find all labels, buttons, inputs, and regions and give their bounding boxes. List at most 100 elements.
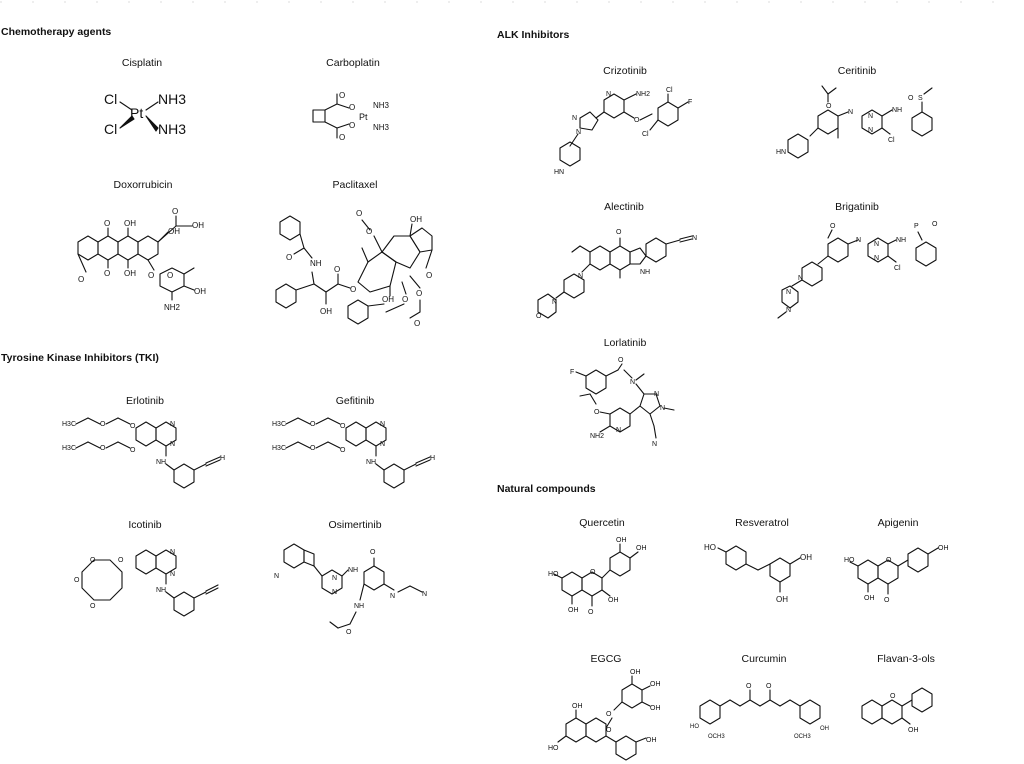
- svg-text:O: O: [366, 227, 372, 236]
- svg-text:OH: OH: [572, 703, 583, 710]
- svg-text:O: O: [346, 629, 352, 636]
- svg-text:HO: HO: [548, 571, 559, 578]
- drug-name: Flavan-3-ols: [877, 653, 935, 665]
- svg-text:O: O: [90, 603, 96, 610]
- svg-text:N: N: [848, 109, 853, 116]
- svg-text:HO: HO: [704, 543, 716, 552]
- quercetin-structure: O OH OH HO OH O OH: [548, 537, 647, 616]
- drug-crizotinib: Crizotinib N NH2 O Cl F Cl N N HN: [540, 64, 710, 198]
- svg-text:Pt: Pt: [359, 112, 368, 122]
- svg-text:O: O: [350, 285, 356, 294]
- svg-text:Pt: Pt: [130, 105, 143, 121]
- svg-text:OH: OH: [410, 215, 422, 224]
- icotinib-structure: O O O O N N NH: [74, 549, 219, 617]
- drug-name: Ceritinib: [837, 65, 877, 77]
- drug-name: Apigenin: [877, 517, 919, 529]
- svg-text:O: O: [78, 275, 84, 284]
- drug-resveratrol: Resveratrol HO OH OH: [700, 516, 824, 620]
- svg-text:O: O: [349, 121, 355, 130]
- svg-text:O: O: [402, 295, 408, 304]
- svg-text:P: P: [914, 223, 919, 230]
- drug-name: Lorlatinib: [603, 337, 647, 349]
- svg-text:O: O: [130, 423, 136, 430]
- svg-text:OH: OH: [646, 737, 657, 744]
- svg-text:HO: HO: [690, 724, 699, 730]
- drug-name: EGCG: [590, 653, 622, 665]
- svg-text:O: O: [334, 265, 340, 274]
- svg-text:OH: OH: [568, 607, 579, 614]
- svg-text:O: O: [746, 683, 752, 690]
- svg-text:O: O: [286, 253, 292, 262]
- drug-cisplatin: Cisplatin Cl Pt NH3 Cl NH3: [82, 56, 202, 150]
- svg-text:HO: HO: [548, 745, 559, 752]
- svg-text:O: O: [148, 271, 154, 280]
- svg-text:N: N: [380, 421, 385, 428]
- drug-name: Gefitinib: [335, 395, 375, 407]
- lorlatinib-structure: F O N N N N N NH2 O: [570, 357, 675, 448]
- drug-osimertinib: Osimertinib N N N NH O N N NH O: [270, 518, 440, 662]
- svg-text:N: N: [578, 273, 583, 280]
- drug-name: Icotinib: [128, 519, 162, 531]
- svg-text:N: N: [606, 91, 611, 98]
- svg-text:NH2: NH2: [164, 303, 181, 312]
- svg-text:OH: OH: [382, 295, 394, 304]
- svg-text:NH2: NH2: [590, 433, 604, 440]
- svg-text:O: O: [830, 223, 836, 230]
- erlotinib-structure: H3C O O H3C O O N N NH H: [62, 417, 225, 489]
- brigatinib-structure: O N N N Cl NH P O N N N: [777, 221, 938, 319]
- svg-text:O: O: [826, 103, 832, 110]
- svg-text:N: N: [654, 391, 659, 398]
- svg-text:N: N: [616, 427, 621, 434]
- drug-name: Erlotinib: [126, 395, 164, 407]
- cisplatin-structure: Cl Pt NH3 Cl NH3: [104, 91, 186, 137]
- svg-text:Cl: Cl: [104, 121, 117, 137]
- drug-doxorubicin: Doxorrubicin O O OH OH O OH O OH O O NH2…: [68, 178, 218, 312]
- svg-text:N: N: [552, 299, 557, 306]
- top-dash-line: [0, 1, 1024, 3]
- svg-text:NH: NH: [896, 237, 906, 244]
- svg-text:N: N: [380, 441, 385, 448]
- svg-text:NH3: NH3: [158, 121, 186, 137]
- drug-name: Quercetin: [579, 517, 625, 529]
- drug-icotinib: Icotinib O O O O N N NH: [60, 518, 230, 642]
- svg-text:OCH3: OCH3: [794, 734, 811, 740]
- svg-text:F: F: [570, 369, 574, 376]
- svg-text:OH: OH: [636, 545, 647, 552]
- svg-text:HN: HN: [554, 169, 564, 176]
- svg-text:O: O: [100, 445, 106, 452]
- svg-text:O: O: [310, 421, 316, 428]
- svg-text:N: N: [856, 237, 861, 244]
- svg-text:O: O: [884, 597, 890, 604]
- svg-text:O: O: [890, 693, 896, 700]
- svg-text:NH: NH: [348, 567, 358, 574]
- drug-erlotinib: Erlotinib H3C O O H3C O O N N NH H: [60, 394, 230, 498]
- drug-quercetin: Quercetin O OH OH HO OH O OH: [546, 516, 658, 630]
- drug-name: Alectinib: [604, 201, 644, 213]
- svg-text:N: N: [874, 255, 879, 262]
- svg-text:OH: OH: [800, 553, 812, 562]
- svg-text:NH: NH: [156, 587, 166, 594]
- svg-text:N: N: [422, 591, 427, 598]
- svg-text:N: N: [868, 127, 873, 134]
- osimertinib-structure: N N N NH O N N NH O: [274, 543, 427, 636]
- svg-text:O: O: [634, 117, 640, 124]
- svg-text:N: N: [874, 241, 879, 248]
- svg-text:OH: OH: [168, 227, 180, 236]
- svg-text:OH: OH: [124, 269, 136, 278]
- svg-text:N: N: [660, 405, 665, 412]
- svg-text:NH: NH: [640, 269, 650, 276]
- svg-text:O: O: [426, 271, 432, 280]
- svg-text:N: N: [170, 441, 175, 448]
- svg-text:Cl: Cl: [642, 131, 649, 138]
- svg-text:S: S: [918, 95, 923, 102]
- svg-text:O: O: [588, 609, 594, 616]
- svg-text:HO: HO: [844, 557, 855, 564]
- svg-text:N: N: [170, 549, 175, 556]
- svg-text:O: O: [104, 219, 110, 228]
- svg-text:NH: NH: [310, 259, 322, 268]
- svg-text:N: N: [274, 573, 279, 580]
- flavan-3-ols-structure: O OH: [861, 687, 933, 734]
- drug-name: Carboplatin: [326, 57, 380, 69]
- carboplatin-structure: O O O O Pt NH3 NH3: [312, 91, 390, 142]
- drug-apigenin: Apigenin O OH HO OH O: [842, 516, 954, 630]
